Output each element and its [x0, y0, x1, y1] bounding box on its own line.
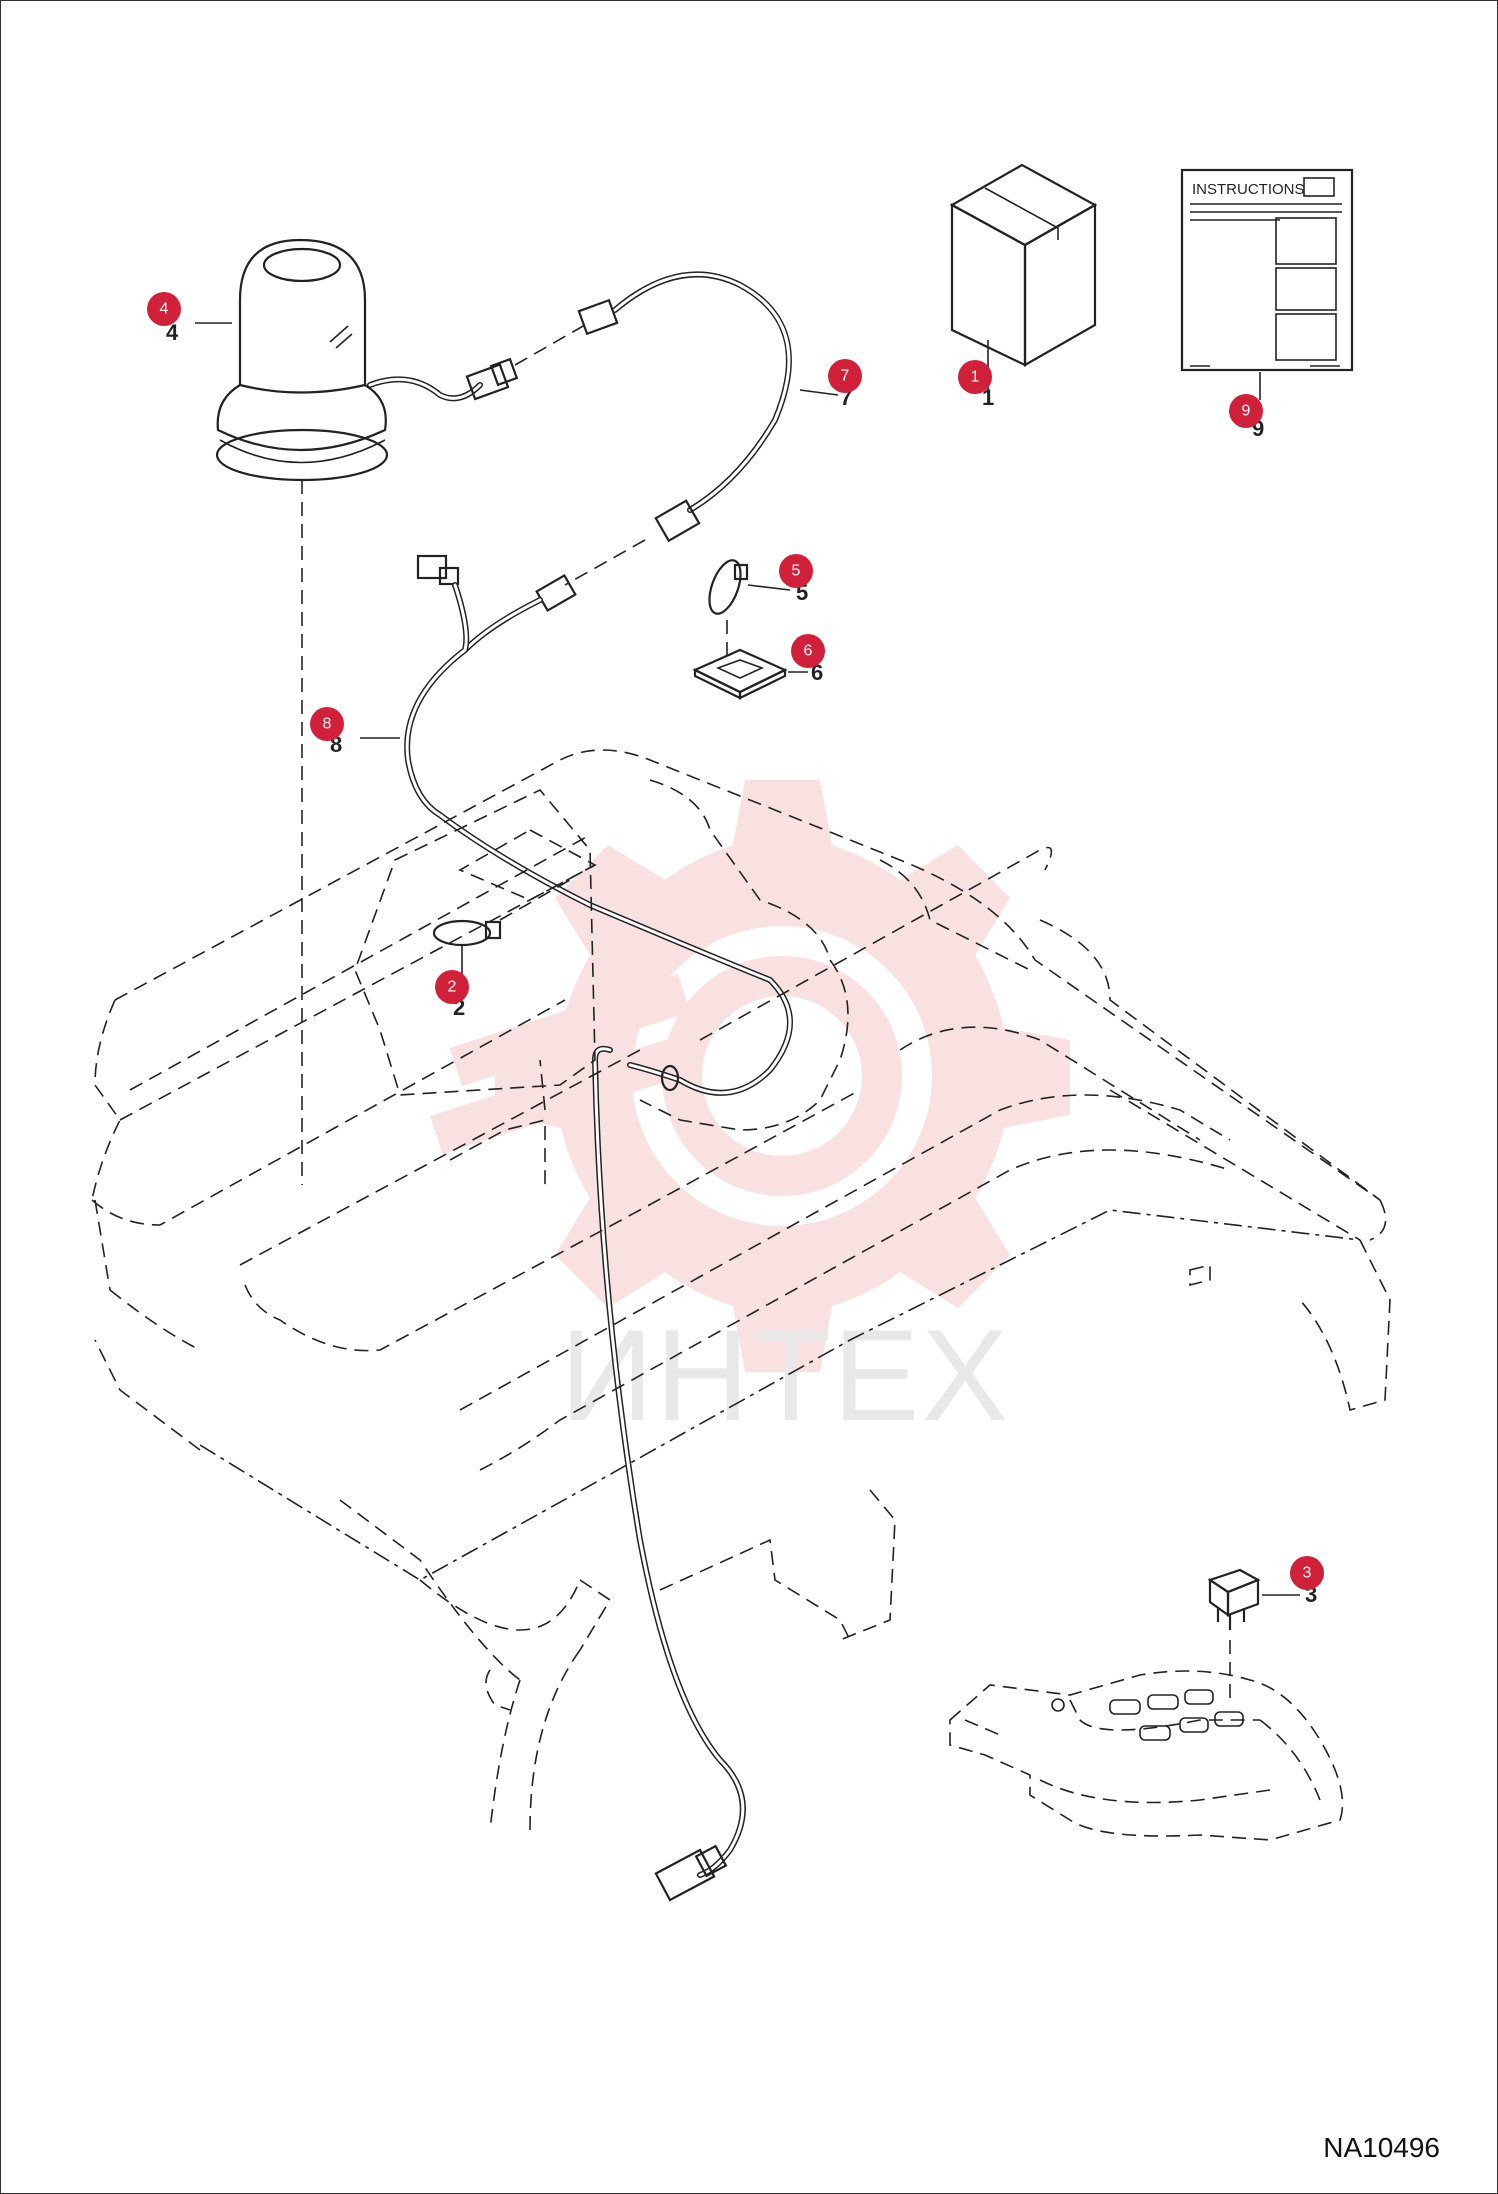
part-switch-panel [949, 1670, 1344, 1841]
part-wiring-harness [360, 539, 793, 1902]
cab-roof-outline [91, 749, 1391, 1831]
part-cable-extension [367, 271, 839, 543]
part-rocker-switch [1207, 1568, 1300, 1700]
callout-badge-4: 4 [147, 292, 181, 326]
callout-badge-9: 9 [1229, 394, 1263, 428]
svg-text:7: 7 [841, 368, 850, 385]
part-instructions-sheet: INSTRUCTIONS [1180, 168, 1354, 400]
part-adhesive-mount [692, 648, 808, 700]
svg-text:9: 9 [1242, 403, 1251, 420]
document-id: NA10496 [1323, 2132, 1440, 2163]
callout-badge-2: 2 [435, 970, 469, 1004]
svg-text:1: 1 [971, 369, 980, 386]
part-cable-tie-roof [432, 879, 571, 985]
callout-badge-7: 7 [828, 359, 862, 393]
svg-text:8: 8 [323, 716, 332, 733]
part-box [949, 163, 1098, 395]
svg-text:5: 5 [792, 563, 801, 580]
instructions-label: INSTRUCTIONS [1192, 181, 1305, 198]
callout-badge-5: 5 [779, 554, 813, 588]
callout-number-1: 1 [982, 385, 994, 410]
callout-badge-8: 8 [310, 707, 344, 741]
svg-text:2: 2 [448, 979, 457, 996]
watermark-text: ИНТЕХ [560, 1302, 1010, 1448]
svg-text:4: 4 [160, 301, 169, 318]
part-beacon-light [195, 238, 389, 1185]
svg-text:3: 3 [1303, 1565, 1312, 1582]
callout-badge-6: 6 [791, 634, 825, 668]
callout-number-4: 4 [166, 320, 179, 345]
svg-text:6: 6 [804, 643, 813, 660]
callout-badge-1: 1 [958, 360, 992, 394]
callout-badge-3: 3 [1290, 1556, 1324, 1590]
part-cable-tie [708, 559, 791, 655]
